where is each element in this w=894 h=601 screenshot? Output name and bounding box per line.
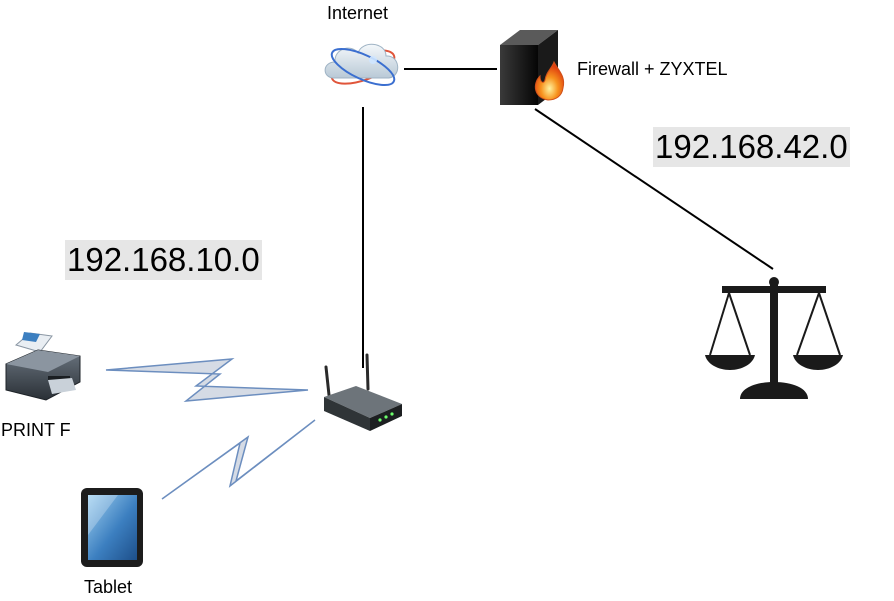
internet-label: Internet [327, 3, 389, 23]
wireless-link-printer [105, 358, 309, 402]
printer-label: PRINT F [1, 420, 71, 440]
wireless-link-tablet [161, 419, 316, 500]
subnet-label-dmz: 192.168.42.0 [653, 127, 850, 167]
internet-cloud-icon[interactable] [324, 42, 399, 92]
tablet-icon[interactable] [81, 488, 143, 567]
printer-icon[interactable] [5, 332, 81, 401]
firewall-scale-link [534, 108, 774, 270]
subnet-label-lan: 192.168.10.0 [65, 240, 262, 280]
firewall-icon[interactable] [500, 30, 565, 105]
scale-of-justice-icon[interactable] [705, 277, 843, 399]
tablet-label: Tablet [84, 577, 133, 597]
firewall-label: Firewall + ZYXTEL [577, 59, 728, 79]
wireless-router-icon[interactable] [324, 353, 402, 431]
